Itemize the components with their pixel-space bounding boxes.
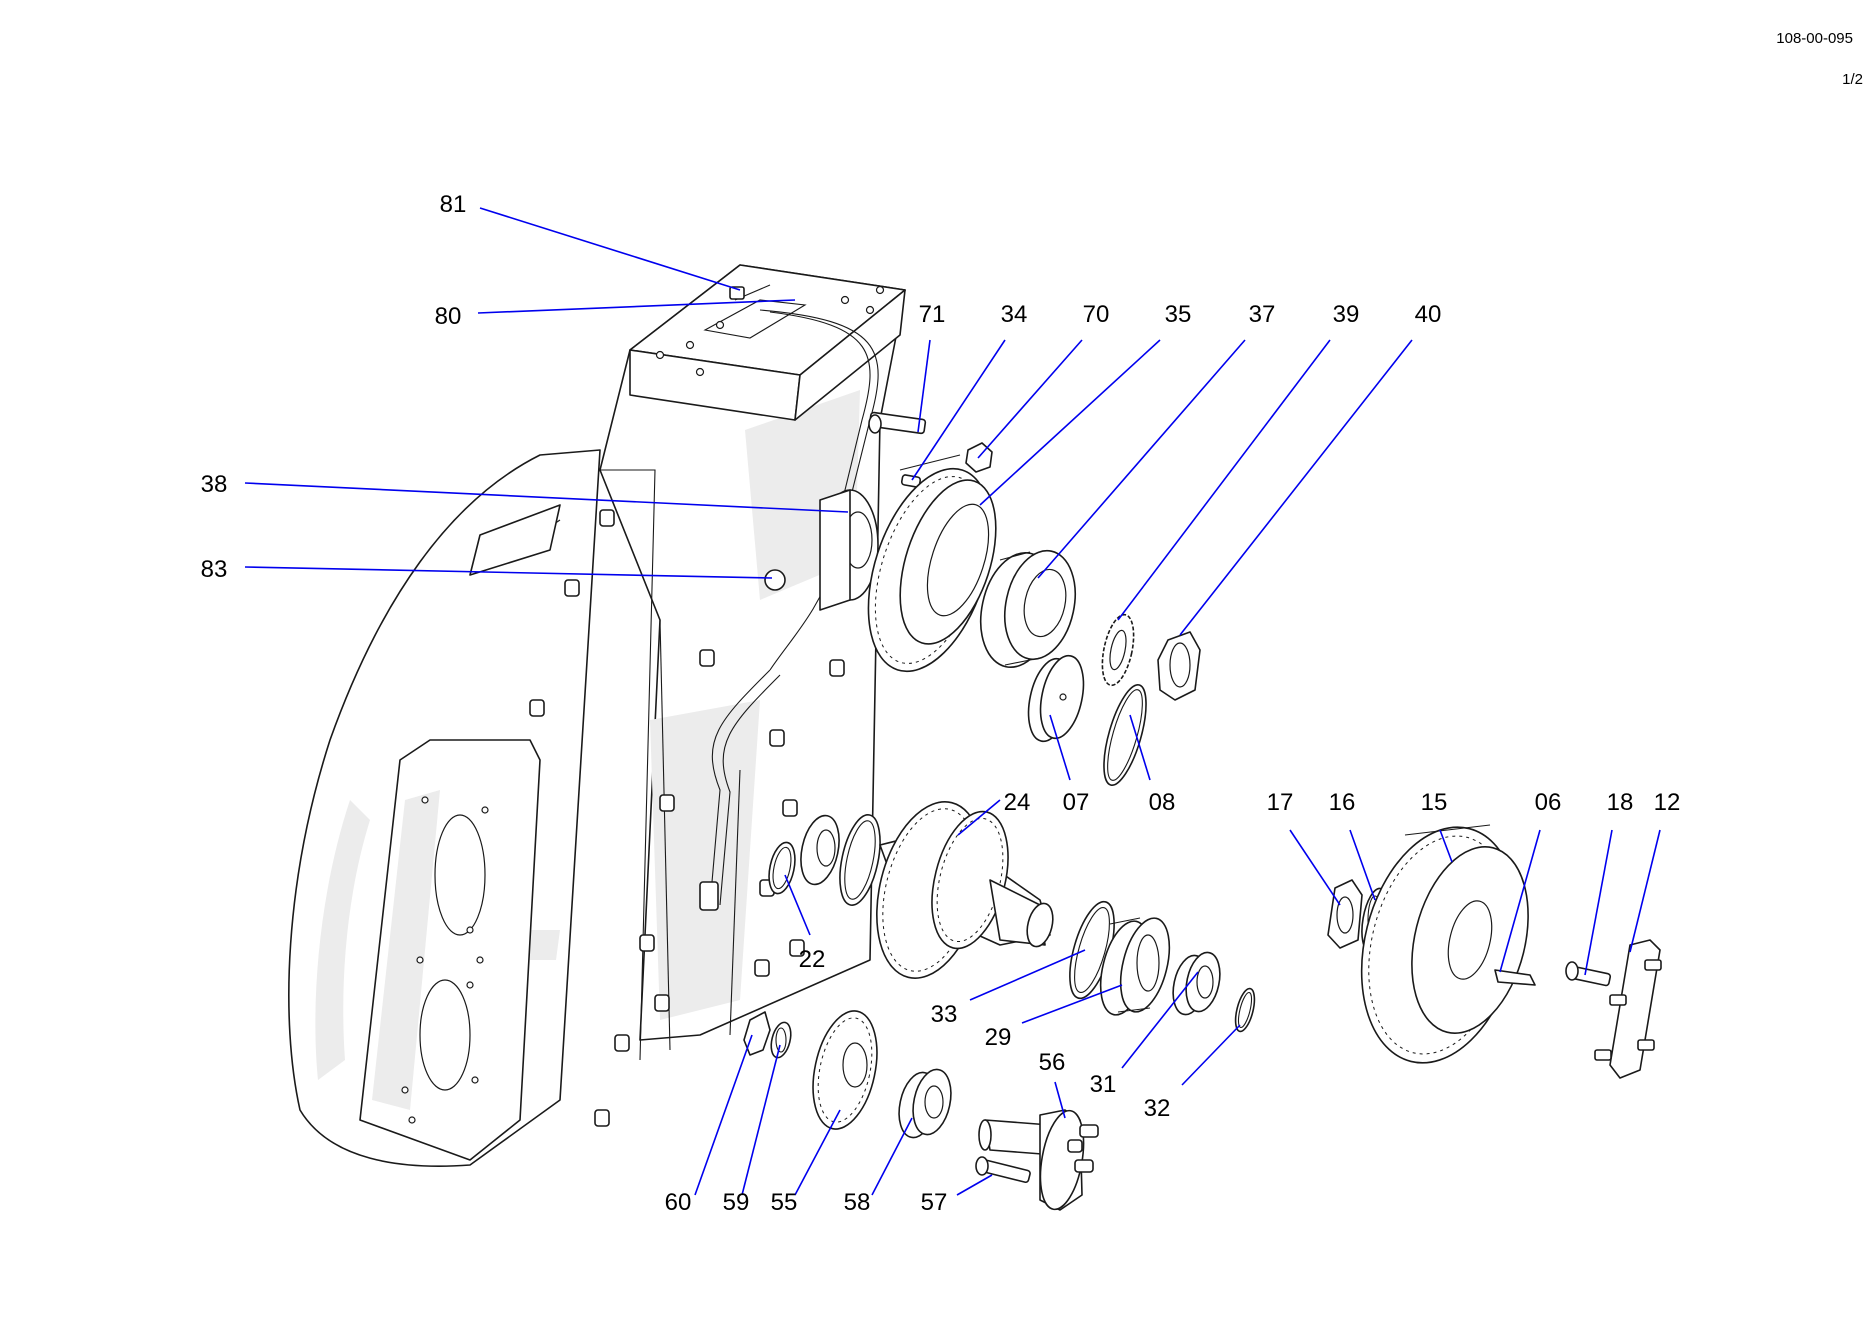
part-57-bolt xyxy=(975,1156,1031,1184)
callout-33: 33 xyxy=(931,1001,958,1028)
leader-24 xyxy=(957,799,1001,836)
leader-81 xyxy=(479,207,741,291)
leader-08 xyxy=(1129,714,1151,781)
callout-55: 55 xyxy=(771,1189,798,1216)
leader-33 xyxy=(969,949,1086,1001)
callout-56: 56 xyxy=(1039,1049,1066,1076)
part-35-gear xyxy=(867,454,997,673)
callout-18: 18 xyxy=(1607,789,1634,816)
leader-lines xyxy=(244,207,1661,1196)
leader-56 xyxy=(1054,1081,1066,1119)
leader-07 xyxy=(1049,714,1071,781)
leader-57 xyxy=(956,1174,993,1196)
part-07-ring xyxy=(1027,654,1085,743)
part-32-retaining-ring xyxy=(1234,987,1256,1033)
part-60-nut xyxy=(743,1011,771,1056)
leader-37 xyxy=(1037,339,1246,579)
leader-35 xyxy=(979,339,1161,506)
leader-71 xyxy=(917,339,931,433)
callout-32: 32 xyxy=(1144,1095,1171,1122)
leader-12 xyxy=(1629,829,1661,953)
part-59-washer xyxy=(770,1021,792,1059)
callout-38: 38 xyxy=(201,471,228,498)
callout-07: 07 xyxy=(1063,789,1090,816)
page-indicator: 1/2 xyxy=(1842,71,1863,88)
callout-80: 80 xyxy=(435,303,462,330)
part-12-cover-plate xyxy=(1594,939,1662,1079)
part-58-bearing xyxy=(898,1068,952,1139)
callout-34: 34 xyxy=(1001,301,1028,328)
part-22-seal xyxy=(768,841,796,895)
callout-40: 40 xyxy=(1415,301,1442,328)
leader-58 xyxy=(871,1117,913,1196)
callout-labels: 81 80 71 34 70 35 37 39 40 38 83 24 07 0… xyxy=(201,191,1681,1216)
callout-29: 29 xyxy=(985,1024,1012,1051)
leader-06 xyxy=(1499,829,1541,973)
leader-32 xyxy=(1181,1024,1241,1086)
callout-35: 35 xyxy=(1165,301,1192,328)
leader-31 xyxy=(1121,971,1199,1069)
part-37-bearing xyxy=(979,549,1076,669)
callout-71: 71 xyxy=(919,301,946,328)
part-17-nut xyxy=(1327,879,1363,949)
leader-59 xyxy=(741,1044,781,1196)
callout-37: 37 xyxy=(1249,301,1276,328)
part-31-bushing xyxy=(1172,951,1221,1016)
part-55-pinion xyxy=(812,1010,878,1130)
callout-12: 12 xyxy=(1654,789,1681,816)
leader-55 xyxy=(794,1109,841,1196)
part-24-shaft-gear xyxy=(876,801,1054,979)
callout-83: 83 xyxy=(201,556,228,583)
callout-08: 08 xyxy=(1149,789,1176,816)
leader-16 xyxy=(1349,829,1376,901)
part-06-key xyxy=(1494,969,1536,986)
part-34-pin xyxy=(900,474,922,488)
callout-17: 17 xyxy=(1267,789,1294,816)
leader-80 xyxy=(477,299,796,314)
part-15-large-gear xyxy=(1360,824,1529,1064)
part-08-oring xyxy=(1103,684,1147,786)
part-18-bolt xyxy=(1565,961,1612,987)
leader-34 xyxy=(911,339,1006,481)
part-40-locknut xyxy=(1157,631,1201,701)
callout-16: 16 xyxy=(1329,789,1356,816)
part-29-bearing-ring xyxy=(1099,917,1171,1016)
leader-38 xyxy=(244,482,849,513)
part-56-flange-shaft xyxy=(978,1109,1099,1211)
leader-15 xyxy=(1439,829,1453,863)
leader-29 xyxy=(1021,984,1123,1024)
leader-22 xyxy=(784,874,811,936)
part-39-lockwasher xyxy=(1101,613,1135,687)
callout-31: 31 xyxy=(1090,1071,1117,1098)
part-71-bolt xyxy=(868,411,927,435)
callout-24: 24 xyxy=(1004,789,1031,816)
callout-39: 39 xyxy=(1333,301,1360,328)
callout-70: 70 xyxy=(1083,301,1110,328)
gearbox-housing xyxy=(288,264,906,1167)
leader-83 xyxy=(244,566,773,579)
leader-17 xyxy=(1289,829,1341,906)
leader-60 xyxy=(694,1034,753,1196)
callout-58: 58 xyxy=(844,1189,871,1216)
leader-39 xyxy=(1117,339,1331,621)
callout-81: 81 xyxy=(440,191,467,218)
callout-60: 60 xyxy=(665,1189,692,1216)
callout-06: 06 xyxy=(1535,789,1562,816)
callout-22: 22 xyxy=(799,946,826,973)
callout-59: 59 xyxy=(723,1189,750,1216)
leader-18 xyxy=(1584,829,1613,976)
part-24-shaft-bearing xyxy=(800,814,881,906)
document-number: 108-00-095 xyxy=(1776,30,1853,47)
callout-57: 57 xyxy=(921,1189,948,1216)
leader-40 xyxy=(1179,339,1413,636)
callout-15: 15 xyxy=(1421,789,1448,816)
leader-70 xyxy=(977,339,1083,459)
